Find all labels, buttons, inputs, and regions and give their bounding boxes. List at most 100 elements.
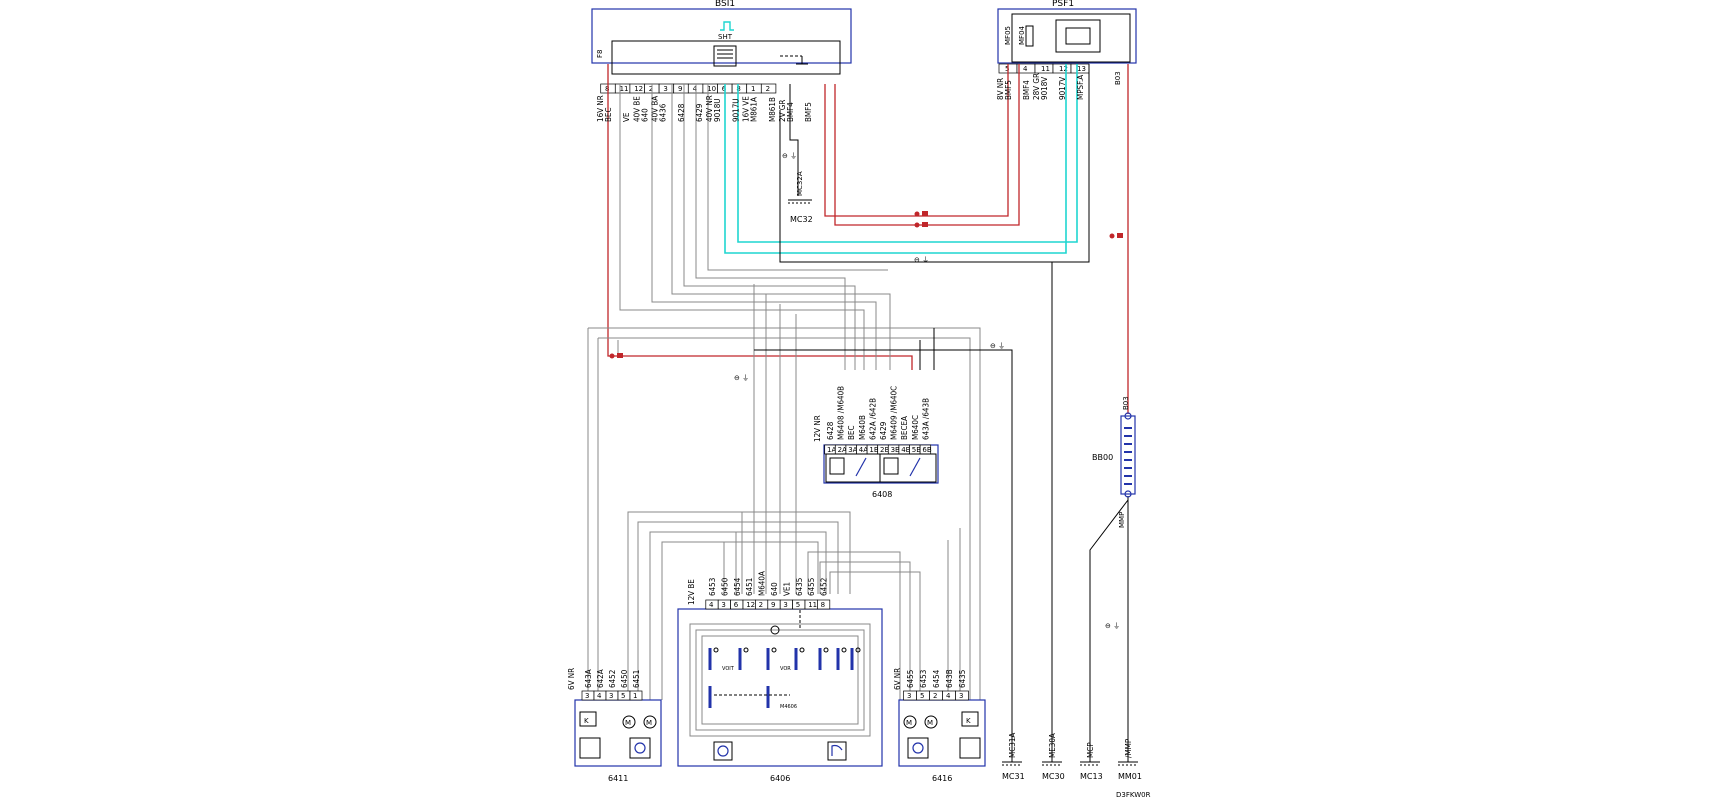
c6408-wire-label: 6428 bbox=[826, 421, 835, 440]
bsi-pin-0: 8 bbox=[605, 85, 609, 93]
c6416-wire-label: 6455 bbox=[906, 670, 915, 688]
switch-label: VOR bbox=[780, 666, 791, 672]
bsi-wire-color: 40V BA bbox=[651, 96, 660, 122]
svg-text:⊖ ⏚: ⊖ ⏚ bbox=[1105, 622, 1120, 630]
c6408-wire-label: 643A /643B bbox=[921, 398, 930, 440]
c6408-pin-2: 3A bbox=[848, 446, 857, 454]
c6406-wire-label: VE1 bbox=[782, 582, 791, 596]
psf-pin-1: 4 bbox=[1023, 65, 1028, 73]
bsi-pin-7: 10 bbox=[707, 85, 716, 93]
switch-node bbox=[771, 647, 777, 653]
svg-text:⊖ ⏚: ⊖ ⏚ bbox=[782, 152, 797, 160]
c6408-wire-label: M6408 /M640B bbox=[837, 386, 846, 440]
c6406-pin-9: 8 bbox=[821, 601, 825, 609]
fan-icon bbox=[629, 737, 651, 759]
c6411-pin-3: 5 bbox=[621, 692, 625, 700]
c6406-pin-4: 2 bbox=[759, 601, 763, 609]
diagram-code: D3FKW0R bbox=[1116, 791, 1151, 799]
bsi-wire-label: 6429 bbox=[695, 103, 704, 122]
psf-title: PSF1 bbox=[1052, 0, 1074, 9]
switch-label: VOIT bbox=[722, 666, 735, 672]
c6408-pin-9: 6B bbox=[922, 446, 931, 454]
rotary-knob-icon bbox=[770, 625, 780, 635]
c6408-wire-label: 642A /642B bbox=[868, 398, 877, 440]
svg-text:⊖ ⏚: ⊖ ⏚ bbox=[990, 342, 1005, 350]
c6408-wire-label: M640B bbox=[858, 415, 867, 440]
switch-node bbox=[841, 647, 847, 653]
ground-mc32: MC32A MC32 bbox=[788, 171, 813, 224]
bsi-wire-label: M861A bbox=[750, 97, 759, 122]
c6408-wire-label: BEC bbox=[847, 425, 856, 440]
c6411-pin-0: 3 bbox=[585, 692, 589, 700]
c6408-wire-label: 6429 bbox=[879, 421, 888, 440]
c6406-pin-5: 9 bbox=[771, 601, 775, 609]
bsi-wire-label: M861B bbox=[768, 97, 777, 122]
bsi-wire-label: 6428 bbox=[677, 103, 686, 122]
c6406-ref: 6406 bbox=[770, 774, 790, 783]
c6406-wire-label: 640 bbox=[770, 582, 779, 596]
svg-text:MC32A: MC32A bbox=[796, 171, 804, 196]
battery-bottom-label: MMP bbox=[1118, 512, 1126, 528]
ground-name: MC13 bbox=[1080, 772, 1103, 781]
bsi-pin-5: 9 bbox=[678, 85, 682, 93]
switch-node bbox=[713, 647, 719, 653]
bsi-sub-label: SHT bbox=[718, 33, 733, 41]
c6411-pin-box bbox=[629, 690, 643, 701]
c6408-pin-0: 1A bbox=[827, 446, 836, 454]
psf-wire-label: 9017V bbox=[1058, 77, 1067, 100]
c6406-pin-1: 3 bbox=[721, 601, 725, 609]
c6416-wire-label: 6435 bbox=[958, 670, 967, 688]
c6416-header: 6V NR bbox=[893, 668, 902, 690]
psf-chip-icon bbox=[1055, 19, 1101, 53]
c6406-pin-7: 5 bbox=[796, 601, 800, 609]
bsi-pin-11: 2 bbox=[766, 85, 770, 93]
psf-pin-4: 13 bbox=[1077, 65, 1086, 73]
c6406-pin-8: 11 bbox=[808, 601, 817, 609]
svg-text:⊖ ⏚: ⊖ ⏚ bbox=[914, 256, 929, 264]
connector-markers: ⊖ ⏚ ⊖ ⏚ ⊖ ⏚ ⊖ ⏚ ⊖ ⏚ bbox=[609, 152, 1123, 630]
c6411-wire-label: 6452 bbox=[608, 670, 617, 688]
psf-label-1: MF05 bbox=[1004, 26, 1012, 45]
bsi-pin-10: 1 bbox=[751, 85, 755, 93]
psf-pin-3: 12 bbox=[1059, 65, 1068, 73]
c6406-pin-0: 4 bbox=[709, 601, 714, 609]
c6416-ref: 6416 bbox=[932, 774, 952, 783]
ground-name: MM01 bbox=[1118, 772, 1142, 781]
c6416-pin-0: 3 bbox=[907, 692, 911, 700]
c6416-pin-1: 5 bbox=[920, 692, 924, 700]
c6408-pin-6: 3B bbox=[891, 446, 900, 454]
c6406-wire-label: 6451 bbox=[745, 578, 754, 596]
psf-wire-color: 8V NR bbox=[996, 78, 1005, 100]
psf-pin-0: 5 bbox=[1005, 65, 1009, 73]
battery-bb00: B03 BB00 MMP bbox=[1092, 396, 1136, 528]
bsi-wire-label: BEC bbox=[604, 107, 613, 122]
bsi-pin-1: 11 bbox=[620, 85, 629, 93]
cyan-pulse-icon bbox=[720, 21, 734, 31]
c6408-header: 12V NR bbox=[813, 415, 822, 442]
defrost-icon bbox=[827, 741, 847, 761]
ground-mc32-label: MC32 bbox=[790, 215, 813, 224]
bsi-wire-color: 40V BE bbox=[632, 96, 641, 122]
svg-text:K: K bbox=[584, 717, 589, 725]
c6416-pin-3: 4 bbox=[946, 692, 951, 700]
c6408-ref: 6408 bbox=[872, 490, 892, 499]
psf-wire-label: 9018V bbox=[1040, 77, 1049, 100]
ground-name: MC31 bbox=[1002, 772, 1025, 781]
c6411-wire-label: 642A bbox=[596, 669, 605, 688]
ground-wire-label: /MMP bbox=[1124, 738, 1133, 758]
c6406-wire-label: 6454 bbox=[733, 577, 742, 596]
